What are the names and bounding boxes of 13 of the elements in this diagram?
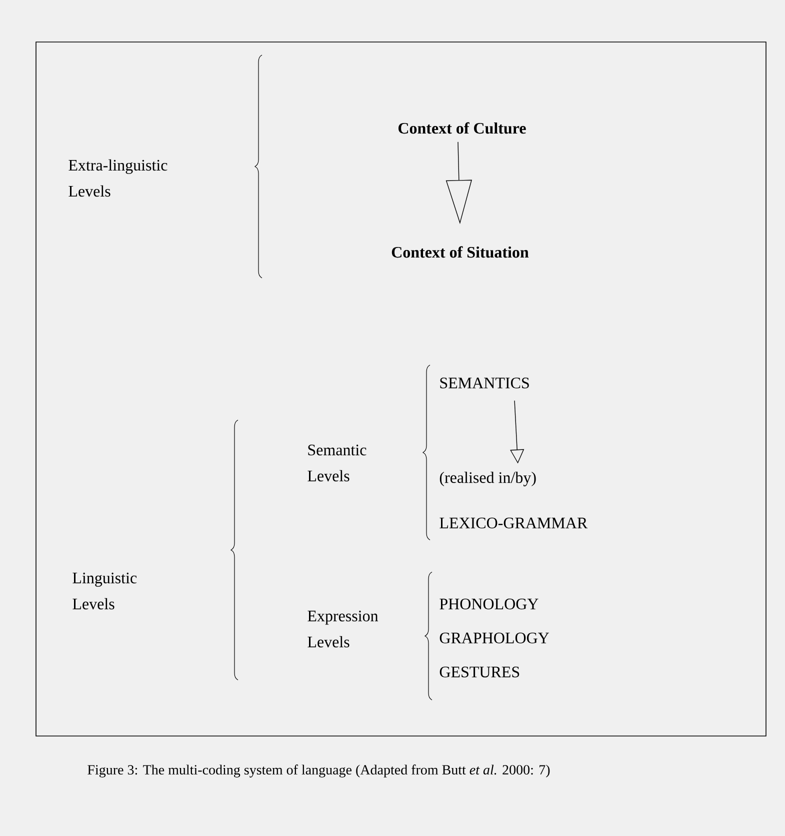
heading-text: Context of Situation — [392, 246, 529, 258]
level-label: Expression Levels — [308, 610, 378, 648]
stratum-text: (realised in/by) — [440, 472, 536, 486]
stratum-text: PHONOLOGY — [440, 598, 538, 610]
stratum-text: GRAPHOLOGY — [440, 632, 549, 644]
level-label: Linguistic Levels — [72, 572, 137, 610]
level-label: Extra-linguistic Levels — [68, 159, 168, 197]
level-label: Semantic Levels — [308, 444, 366, 482]
stratum-text: GESTURES — [440, 666, 520, 678]
caption: Figure 3: The multi-coding system of language (Adapted from Butt et al. 2000: 7) — [88, 764, 550, 778]
heading-text: Context of Culture — [398, 122, 526, 134]
stratum-text: SEMANTICS — [440, 378, 529, 388]
stratum-text: LEXICO-GRAMMAR — [440, 518, 588, 528]
